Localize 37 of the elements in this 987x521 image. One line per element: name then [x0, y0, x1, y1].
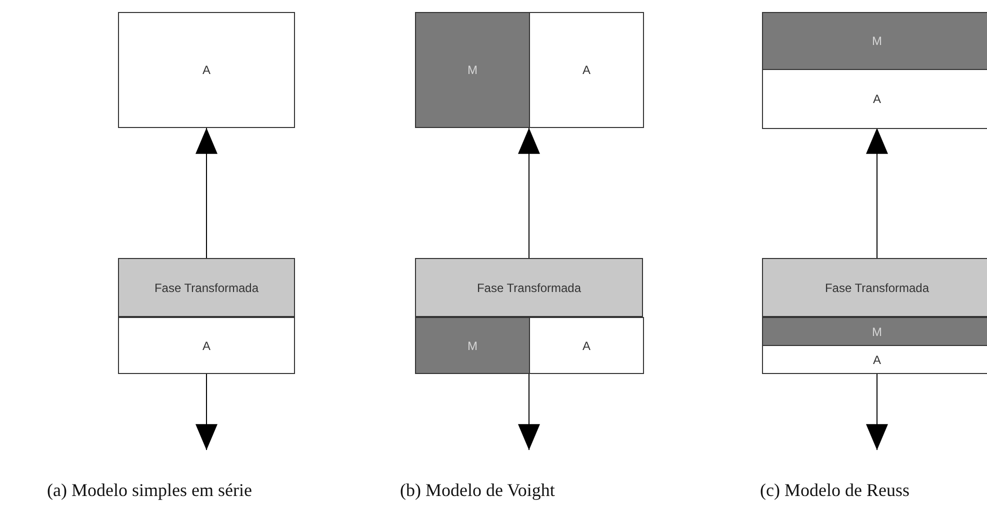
layer-label: Fase Transformada	[824, 280, 930, 294]
layer-label: A	[202, 338, 210, 352]
layer-box	[415, 258, 643, 317]
layer-label: M	[872, 324, 882, 338]
specimen-box	[118, 258, 295, 373]
layer-box	[118, 12, 295, 128]
layer-box	[529, 317, 644, 374]
layer-label: A	[872, 352, 881, 366]
layer-box	[118, 258, 295, 317]
layer-label: M	[468, 63, 478, 77]
arrow	[866, 128, 888, 258]
layer-label: Fase Transformada	[154, 280, 259, 294]
caption: (a) Modelo simples em série	[47, 480, 252, 501]
layer-label: M	[872, 34, 882, 48]
caption: (b) Modelo de Voight	[400, 480, 555, 501]
layer-label: A	[582, 63, 590, 77]
layer-box	[762, 258, 987, 317]
layer-label: A	[582, 338, 590, 352]
arrow	[196, 372, 218, 450]
specimen-box	[762, 258, 987, 373]
specimen-box	[415, 12, 643, 128]
arrow	[866, 372, 888, 450]
caption: (c) Modelo de Reuss	[760, 480, 910, 501]
layer-label: Fase Transformada	[476, 280, 582, 294]
layer-box	[415, 317, 530, 374]
layer-label: M	[468, 338, 478, 352]
arrow	[196, 128, 218, 258]
layer-box	[762, 12, 987, 70]
specimen-box	[762, 12, 987, 128]
layer-box	[118, 317, 295, 374]
layer-label: A	[872, 92, 881, 106]
arrow	[518, 372, 540, 450]
specimen-box	[415, 258, 643, 373]
layer-label: A	[202, 63, 210, 77]
layer-box	[762, 317, 987, 346]
layer-box	[415, 12, 530, 128]
arrow	[518, 128, 540, 258]
